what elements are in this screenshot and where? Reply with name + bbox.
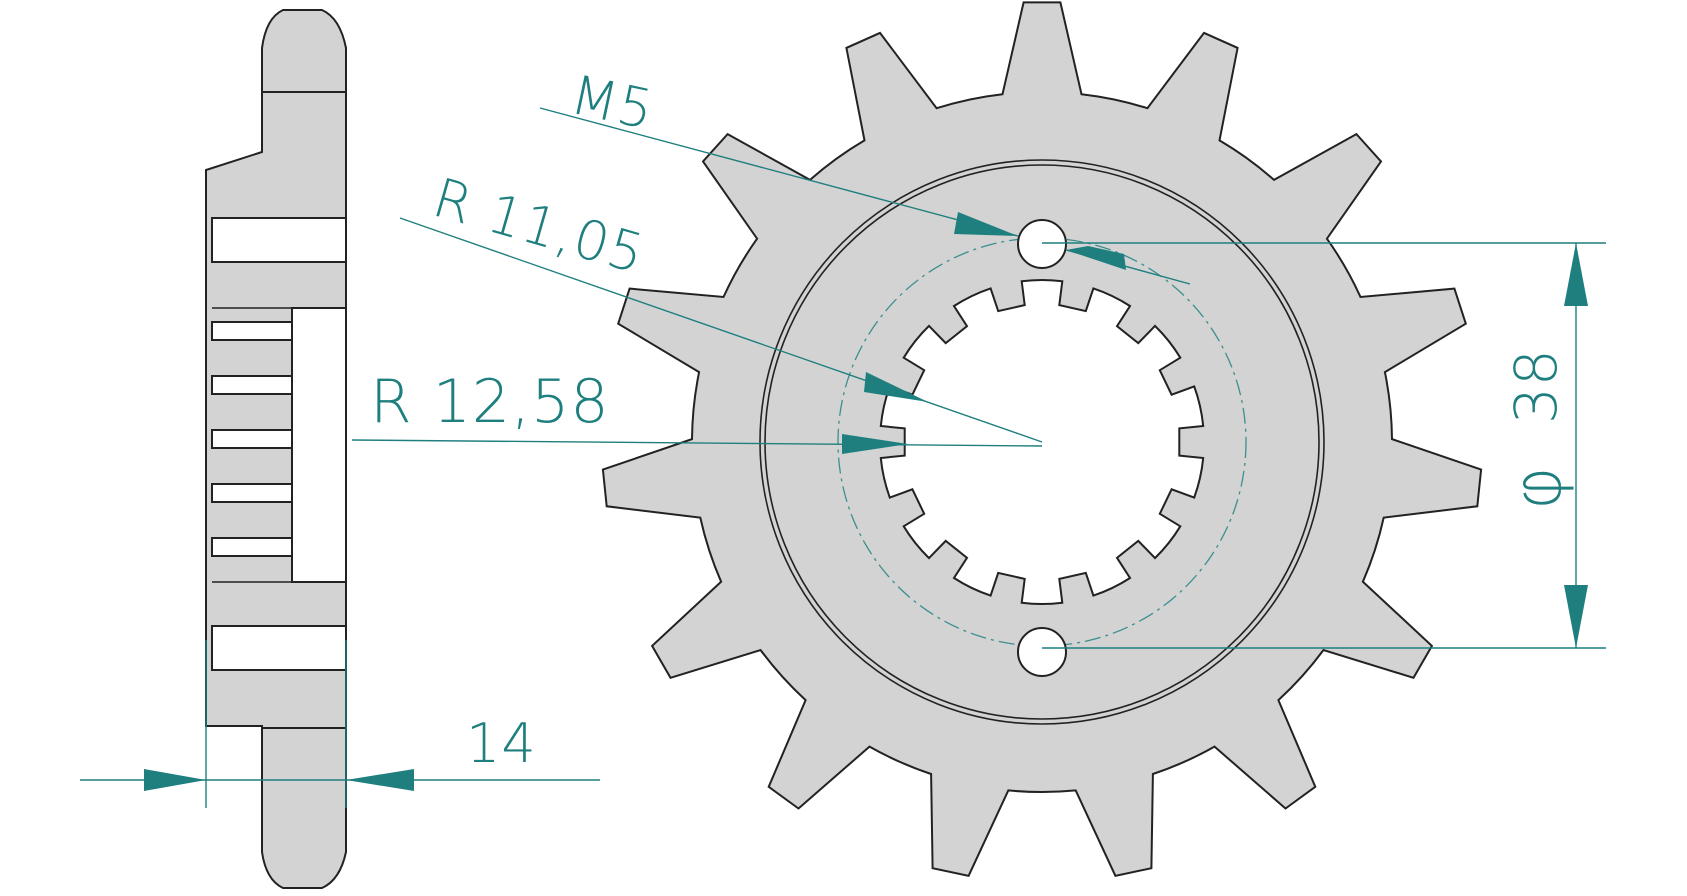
m5-arrow-left (954, 212, 1018, 236)
spline-bar (211, 483, 293, 503)
hub-circle-outer (759, 159, 1325, 725)
spline-bar (211, 537, 293, 557)
side-view-tooth-bottom (261, 727, 347, 889)
radius-12-leader (351, 439, 1043, 447)
diameter-arrow-bottom (1564, 585, 1588, 648)
hub-circle-inner (764, 164, 1320, 720)
side-view-upper-slot (211, 217, 347, 263)
m5-label: M5 (565, 63, 659, 142)
radius-12-callout: R 12,58 (351, 367, 1043, 454)
spline-bar (211, 321, 293, 341)
side-view-spline-section (211, 307, 293, 583)
diameter-dimension: 38 φ (1042, 242, 1606, 649)
diameter-symbol: φ (1499, 465, 1576, 510)
diameter-label: 38 (1502, 348, 1570, 424)
radius-12-arrow (842, 434, 908, 454)
thickness-dimension: 14 (80, 640, 600, 808)
front-view (601, 1, 1483, 877)
spline-bar (211, 429, 293, 449)
side-view-lower-slot (211, 625, 347, 671)
thickness-arrow-left (144, 769, 206, 791)
m5-leader-line (539, 107, 1019, 237)
bolt-hole-bottom (1017, 627, 1067, 677)
bolt-hole-top (1017, 219, 1067, 269)
diameter-arrow-top (1564, 243, 1588, 306)
spline-bar (211, 375, 293, 395)
thickness-label: 14 (466, 712, 537, 775)
radius-11-label: R 11,05 (426, 166, 651, 286)
radius-12-label: R 12,58 (370, 367, 610, 437)
radius-11-leader (399, 217, 1043, 443)
thickness-arrow-right (346, 769, 414, 791)
m5-arrow-right (1066, 246, 1126, 270)
side-view-tooth-top (261, 9, 347, 93)
radius-11-arrow (864, 372, 928, 402)
side-view (205, 9, 347, 889)
side-view-bore-window (291, 307, 347, 583)
